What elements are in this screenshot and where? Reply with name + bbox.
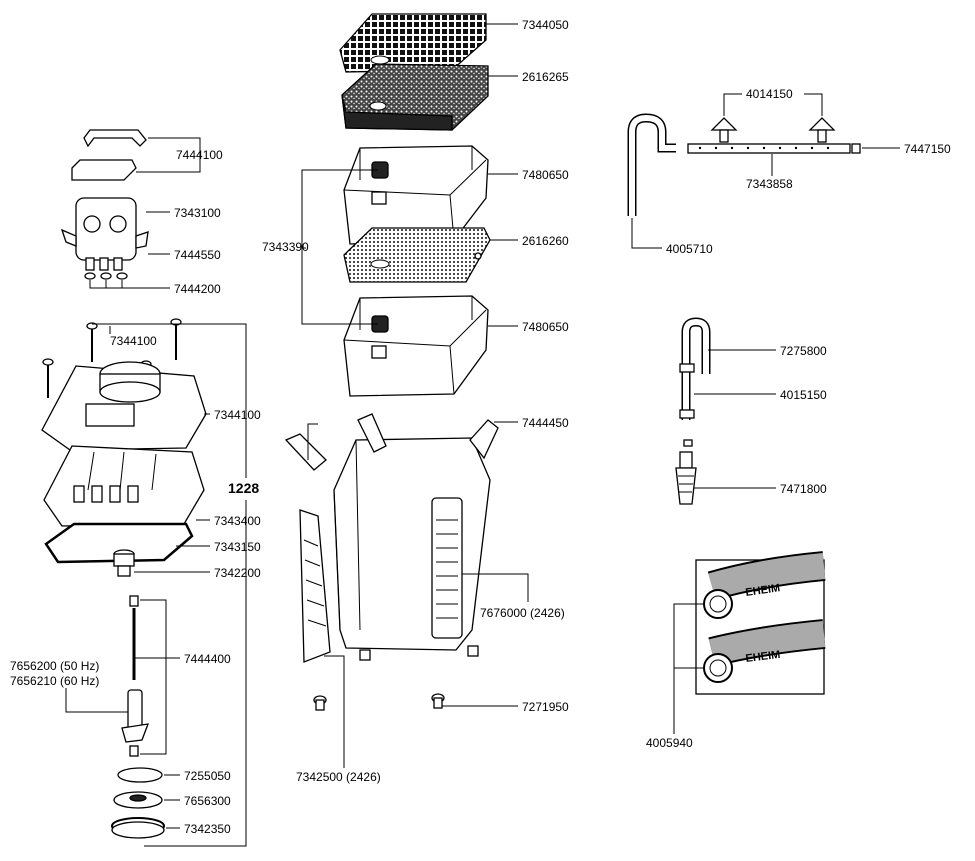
label-7444400: 7444400 (184, 652, 231, 666)
label-7343400: 7343400 (214, 514, 261, 528)
label-4014150: 4014150 (746, 87, 793, 101)
label-7444200: 7444200 (174, 282, 221, 296)
hinge-clip (284, 433, 327, 471)
label-7255050: 7255050 (184, 769, 231, 783)
filter-sponge-pad (341, 63, 489, 131)
intake-strainer (675, 451, 697, 505)
hose-illustration (695, 551, 826, 695)
center-leader-lines (301, 23, 529, 768)
intake-tube (627, 113, 676, 216)
label-7656300: 7656300 (184, 794, 231, 808)
label-4015150: 4015150 (780, 388, 827, 402)
label-7271950: 7271950 (522, 700, 569, 714)
right-leader-lines (631, 93, 900, 734)
pump-head (41, 361, 207, 451)
label-7343150: 7343150 (214, 540, 261, 554)
label-7343858: 7343858 (746, 177, 793, 191)
label-7471800: 7471800 (780, 482, 827, 496)
locking-ring (111, 817, 165, 839)
left-leader-lines (65, 137, 247, 847)
label-7656200: 7656200 (50 Hz) (10, 659, 99, 673)
canister-clip-ribs (436, 519, 458, 619)
label-4005710: 4005710 (666, 242, 713, 256)
side-clip (299, 509, 331, 663)
label-7275800: 7275800 (780, 344, 827, 358)
motor-housing (43, 445, 205, 527)
coarse-grid-pad (339, 13, 487, 73)
impeller-cover (113, 791, 163, 809)
label-2616265: 2616265 (522, 70, 569, 84)
spray-bar (687, 143, 861, 154)
label-7444100-handle: 7444100 (176, 148, 223, 162)
label-7480650-upper: 7480650 (522, 168, 569, 182)
handle-top (71, 129, 147, 181)
pump-outlet (113, 549, 135, 577)
label-7444550: 7444550 (174, 248, 221, 262)
pump-connector (60, 197, 149, 271)
label-7342350: 7342350 (184, 822, 231, 836)
label-7344100-screws: 7344100 (110, 334, 157, 348)
fine-filter-pad (343, 227, 491, 283)
label-7656210: 7656210 (60 Hz) (10, 674, 99, 688)
label-7676000: 7676000 (2426) (480, 606, 565, 620)
label-4005940: 4005940 (646, 736, 693, 750)
label-7344050: 7344050 (522, 18, 569, 32)
filter-basket-lower (343, 295, 489, 397)
label-7343390: 7343390 (262, 240, 309, 254)
suction-cups-spray (710, 117, 836, 143)
label-7447150: 7447150 (904, 142, 951, 156)
label-7344100-head: 7344100 (214, 408, 261, 422)
label-2616260: 2616260 (522, 234, 569, 248)
hose-brand-lower: EHEIM (745, 649, 781, 665)
seal-ring (117, 767, 163, 783)
impeller (121, 689, 149, 757)
impeller-shaft (129, 595, 139, 680)
hose-brand-upper: EHEIM (745, 582, 781, 599)
label-7444450: 7444450 (522, 416, 569, 430)
label-7343100: 7343100 (174, 206, 221, 220)
label-7480650-lower: 7480650 (522, 320, 569, 334)
filter-canister (333, 413, 499, 661)
spray-bar-holes (698, 146, 830, 150)
housing-gasket (44, 522, 194, 564)
filter-basket-upper (343, 145, 489, 245)
label-1228: 1228 (228, 480, 259, 496)
o-rings-small (84, 272, 128, 280)
part-labels: 7344050 2616265 7480650 2616260 7343390 … (10, 18, 951, 836)
outlet-tube (679, 317, 711, 447)
canister-feet (313, 693, 445, 711)
label-7342500: 7342500 (2426) (296, 770, 381, 784)
label-7342200: 7342200 (214, 566, 261, 580)
